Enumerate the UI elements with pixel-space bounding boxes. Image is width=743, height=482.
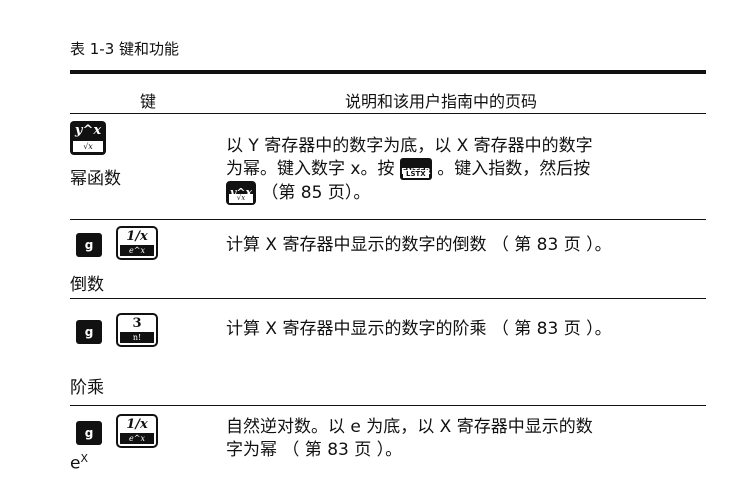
desc-line: 自然逆对数。以 e 为底，以 X 寄存器中显示的数 — [226, 417, 593, 437]
desc-text: 。键入指数，然后按 — [437, 159, 591, 179]
desc-line: 字为幂 （ 第 83 页 ）。 — [226, 440, 403, 460]
header-description: 说明和该用户指南中的页码 — [345, 92, 538, 111]
desc-line: y^x √x （第 85 页）。 — [226, 181, 696, 205]
row-desc-factorial: 计算 X 寄存器中显示的数字的阶乘 （ 第 83 页 ）。 — [226, 319, 612, 339]
desc-line: 以 Y 寄存器中的数字为底，以 X 寄存器中的数字 — [226, 136, 593, 156]
factorial-key: 3 n! — [116, 313, 158, 347]
row-rule — [70, 219, 706, 220]
row-desc-antilog: 自然逆对数。以 e 为底，以 X 寄存器中显示的数 字为幂 （ 第 83 页 ）… — [226, 416, 696, 462]
key-bottom-label: e^x — [120, 433, 154, 444]
label-base: e — [70, 453, 81, 474]
row-label-factorial: 阶乘 — [70, 378, 104, 398]
table-top-rule — [70, 70, 706, 74]
row-desc-power: 以 Y 寄存器中的数字为底，以 X 寄存器中的数字 为幂。键入数字 x。按 EN… — [226, 135, 696, 205]
row-label-antilog: eX — [70, 452, 88, 474]
y-power-x-key-inline: y^x √x — [226, 181, 256, 205]
key-bottom-label: √x — [73, 141, 103, 152]
desc-text: 为幂。键入数字 x。按 — [226, 159, 395, 179]
desc-text: （第 85 页）。 — [261, 183, 371, 203]
header-key: 键 — [140, 92, 157, 111]
row-desc-reciprocal: 计算 X 寄存器中显示的数字的倒数 （ 第 83 页 ）。 — [226, 235, 612, 255]
header-rule — [70, 113, 706, 114]
table-caption: 表 1-3 键和功能 — [70, 40, 180, 58]
key-bottom-label: n! — [120, 332, 154, 343]
g-shift-key: g — [76, 320, 102, 344]
key-bottom-label: √x — [229, 194, 253, 203]
row-label-reciprocal: 倒数 — [70, 275, 104, 295]
key-bottom-label: e^x — [120, 245, 154, 256]
row-rule — [70, 405, 706, 406]
enter-key: ENTER LSTX — [399, 158, 432, 180]
label-superscript: X — [80, 452, 89, 465]
row-label-power: 幂函数 — [70, 169, 121, 189]
reciprocal-key: 1/x e^x — [116, 226, 158, 260]
y-power-x-key: y^x √x — [70, 121, 106, 155]
key-top-label: y^x — [74, 123, 102, 138]
enter-key-bottom: LSTX — [402, 170, 429, 178]
g-shift-key: g — [76, 421, 102, 445]
key-top-label: 1/x — [126, 229, 148, 244]
g-shift-key: g — [76, 233, 102, 257]
key-top-label: 3 — [132, 316, 142, 331]
antilog-key: 1/x e^x — [116, 414, 158, 448]
desc-line: 为幂。键入数字 x。按 ENTER LSTX 。键入指数，然后按 — [226, 158, 696, 181]
row-rule — [70, 298, 706, 299]
key-top-label: 1/x — [126, 417, 148, 432]
